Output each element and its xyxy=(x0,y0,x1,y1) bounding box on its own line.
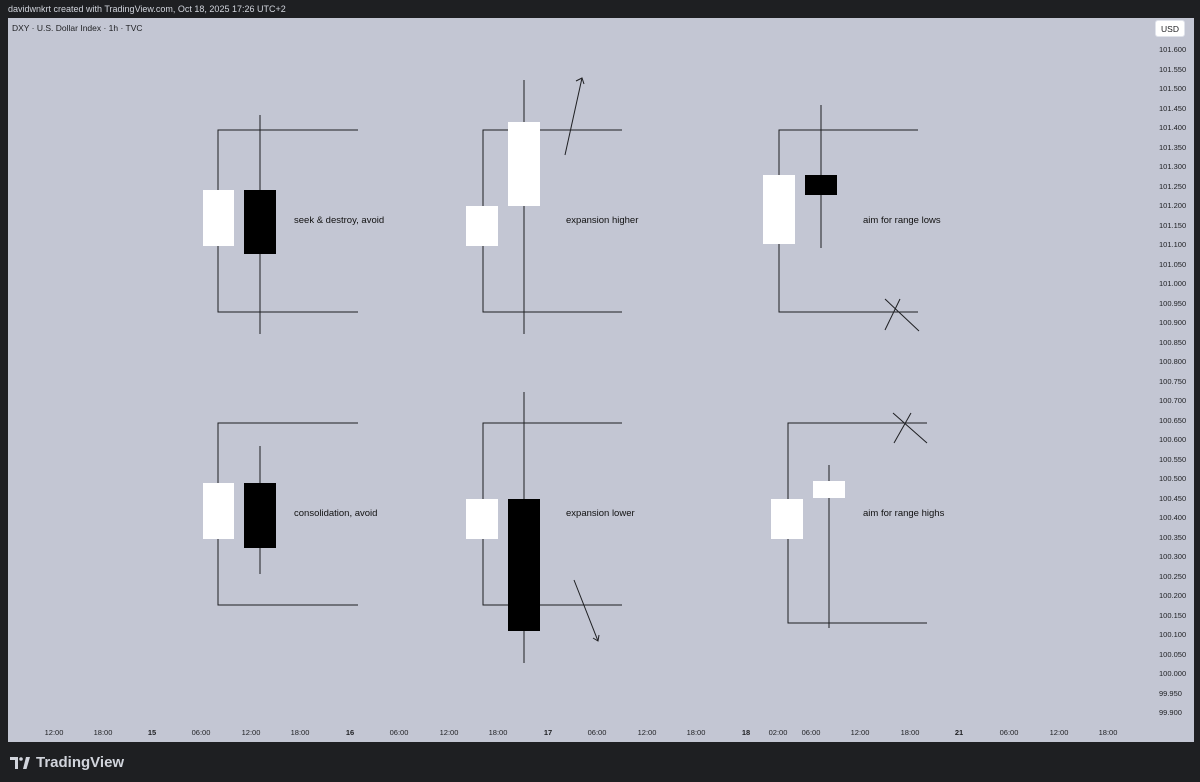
target-x xyxy=(884,298,901,331)
target-x xyxy=(884,298,920,332)
price-tick-label: 101.300 xyxy=(1159,162,1187,171)
price-tick-label: 100.150 xyxy=(1159,610,1187,620)
range-box xyxy=(787,422,927,624)
price-tick-label: 101.050 xyxy=(1159,259,1187,269)
price-tick-label: 100.400 xyxy=(1159,513,1187,522)
arrow-down xyxy=(573,579,599,642)
tradingview-logo[interactable]: TradingView xyxy=(10,754,124,771)
arrow-head xyxy=(592,634,600,642)
price-tick-label: 101.550 xyxy=(1159,64,1187,74)
price-tick-label: 101.450 xyxy=(1159,103,1187,113)
price-tick-label: 100.850 xyxy=(1159,337,1187,347)
symbol-label[interactable]: DXY · U.S. Dollar Index · 1h · TVC xyxy=(12,23,143,33)
time-tick-label: 18:00 xyxy=(900,728,920,737)
bear-candle xyxy=(244,190,276,254)
time-tick-label: 06:00 xyxy=(389,728,409,737)
time-tick-label: 18:00 xyxy=(1098,728,1118,737)
time-tick-label: 12:00 xyxy=(637,728,657,737)
bull-candle xyxy=(203,483,234,539)
price-tick-label: 100.600 xyxy=(1159,435,1187,444)
price-tick-label: 99.900 xyxy=(1159,708,1182,717)
chart-credit: davidwnkrt created with TradingView.com,… xyxy=(0,0,1200,18)
arrow-up xyxy=(564,77,583,156)
time-tick-label: 15 xyxy=(147,728,157,737)
price-tick-label: 100.650 xyxy=(1159,415,1187,425)
time-tick-label: 16 xyxy=(345,728,355,737)
price-tick-label: 100.000 xyxy=(1159,669,1187,678)
bear-candle xyxy=(244,483,276,548)
time-tick-label: 12:00 xyxy=(1049,728,1069,737)
time-tick-label: 06:00 xyxy=(801,728,821,737)
time-tick-label: 06:00 xyxy=(191,728,211,737)
note-expansion-higher: expansion higher xyxy=(566,215,639,226)
target-x xyxy=(892,412,928,444)
time-tick-label: 21 xyxy=(954,728,964,737)
price-tick-label: 100.700 xyxy=(1159,396,1187,405)
note-seek: seek & destroy, avoid xyxy=(294,215,385,226)
price-tick-label: 101.250 xyxy=(1159,181,1187,191)
bear-candle xyxy=(508,499,540,631)
price-tick-label: 101.200 xyxy=(1159,201,1187,210)
time-tick-label: 17 xyxy=(543,728,553,737)
price-tick-label: 100.800 xyxy=(1159,357,1187,366)
price-tick-label: 101.100 xyxy=(1159,240,1187,249)
bull-candle xyxy=(771,499,803,539)
price-tick-label: 100.200 xyxy=(1159,591,1187,600)
time-tick-label: 18:00 xyxy=(290,728,310,737)
price-tick-label: 101.350 xyxy=(1159,142,1187,152)
drawing-layer xyxy=(203,77,928,663)
chart-area[interactable]: DXY · U.S. Dollar Index · 1h · TVC USD s… xyxy=(8,18,1194,742)
time-tick-label: 18:00 xyxy=(686,728,706,737)
arrow-head xyxy=(575,77,585,85)
price-tick-label: 100.050 xyxy=(1159,649,1187,659)
time-tick-label: 06:00 xyxy=(999,728,1019,737)
price-tick-label: 100.550 xyxy=(1159,454,1187,464)
bull-candle xyxy=(466,206,498,246)
price-tick-label: 100.500 xyxy=(1159,474,1187,483)
price-tick-label: 100.300 xyxy=(1159,552,1187,561)
note-consolidation: consolidation, avoid xyxy=(294,508,378,519)
time-tick-label: 06:00 xyxy=(587,728,607,737)
price-tick-label: 99.950 xyxy=(1159,688,1182,698)
target-x xyxy=(893,412,912,444)
price-tick-label: 101.400 xyxy=(1159,123,1187,132)
bull-candle xyxy=(203,190,234,246)
bull-candle xyxy=(466,499,498,539)
price-tick-label: 101.000 xyxy=(1159,279,1187,288)
time-tick-label: 18:00 xyxy=(93,728,113,737)
price-tick-label: 100.100 xyxy=(1159,630,1187,639)
note-range-lows: aim for range lows xyxy=(863,215,941,226)
brand-name: TradingView xyxy=(36,754,125,771)
price-tick-label: 100.450 xyxy=(1159,493,1187,503)
price-tick-label: 101.150 xyxy=(1159,220,1187,230)
price-tick-label: 100.950 xyxy=(1159,298,1187,308)
time-tick-label: 12:00 xyxy=(44,728,64,737)
note-expansion-lower: expansion lower xyxy=(566,508,635,519)
note-range-highs: aim for range highs xyxy=(863,508,945,519)
price-tick-label: 101.500 xyxy=(1159,84,1187,93)
time-tick-label: 18 xyxy=(741,728,751,737)
time-tick-label: 12:00 xyxy=(850,728,870,737)
price-tick-label: 101.600 xyxy=(1159,45,1187,54)
price-tick-label: 100.750 xyxy=(1159,376,1187,386)
footer-bar: TradingView xyxy=(0,742,1200,782)
price-tick-label: 100.250 xyxy=(1159,571,1187,581)
time-tick-label: 12:00 xyxy=(439,728,459,737)
time-tick-label: 02:00 xyxy=(768,728,788,737)
bull-candle xyxy=(763,175,795,244)
tradingview-icon xyxy=(10,756,30,769)
bear-candle xyxy=(805,175,837,195)
currency-button[interactable]: USD xyxy=(1155,20,1185,37)
time-tick-label: 18:00 xyxy=(488,728,508,737)
bull-candle xyxy=(508,122,540,206)
price-tick-label: 100.350 xyxy=(1159,532,1187,542)
bull-candle xyxy=(813,481,845,498)
time-tick-label: 12:00 xyxy=(241,728,261,737)
price-tick-label: 100.900 xyxy=(1159,318,1187,327)
